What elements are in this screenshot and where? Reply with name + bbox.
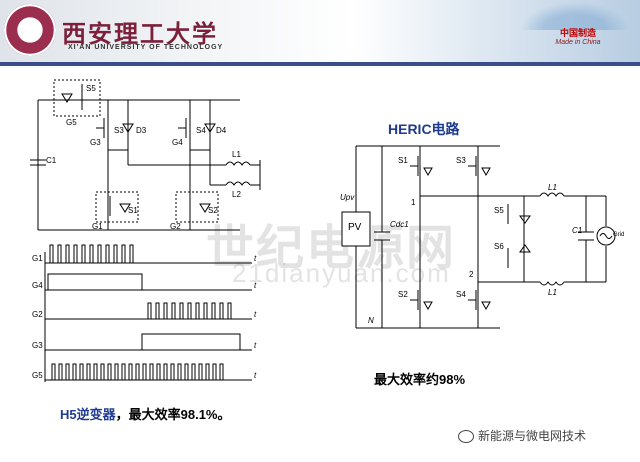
made-in-china-badge: 中国制造 Made in China (532, 26, 624, 46)
wave-axis-t2: t (254, 281, 257, 290)
label-pv: PV (348, 222, 362, 233)
h5-caption: H5逆变器，最大效率98.1%。 (60, 404, 231, 423)
label-s4: S4 (196, 126, 206, 135)
brand-cn: 中国制造 (559, 28, 596, 38)
wechat-account-name: 新能源与微电网技术 (478, 429, 587, 443)
label-right-l1-bottom: L1 (548, 288, 557, 297)
label-right-s4: S4 (456, 290, 466, 299)
label-node-1: 1 (411, 198, 416, 207)
label-c1-left: C1 (46, 156, 57, 165)
label-s5: S5 (86, 84, 96, 93)
label-neutral: N (368, 316, 374, 325)
header-divider (0, 62, 640, 66)
h5-caption-name: H5逆变器 (60, 407, 116, 422)
wechat-icon (458, 430, 474, 444)
label-upv: Upv (340, 193, 355, 202)
label-right-s3: S3 (456, 156, 466, 165)
wave-axis-t5: t (254, 371, 257, 380)
label-s3: S3 (114, 126, 124, 135)
label-right-l1-top: L1 (548, 183, 557, 192)
brand-en: Made in China (555, 39, 601, 46)
label-g4: G4 (172, 138, 183, 147)
watermark-main: 世纪电源网 (206, 222, 457, 275)
wave-axis-t4: t (254, 341, 257, 350)
label-s1: S1 (128, 206, 138, 215)
label-right-s6: S6 (494, 242, 504, 251)
label-right-s5: S5 (494, 206, 504, 215)
university-name-cn: 西安理工大学 (62, 19, 218, 48)
label-g5: G5 (66, 118, 77, 127)
heric-efficiency-caption: 最大效率约98% (374, 372, 466, 387)
heric-title: HERIC电路 (388, 121, 460, 137)
label-right-s1: S1 (398, 156, 408, 165)
wave-axis-t3: t (254, 310, 257, 319)
university-logo (4, 4, 56, 56)
label-g1: G1 (92, 222, 103, 231)
label-grid: Grid (613, 232, 625, 238)
label-d3: D3 (136, 126, 147, 135)
wave-label-g3: G3 (32, 341, 43, 350)
label-d4: D4 (216, 126, 227, 135)
h5-caption-efficiency: ，最大效率98.1%。 (115, 407, 231, 422)
wechat-footer: 新能源与微电网技术 (458, 427, 586, 444)
label-right-s2: S2 (398, 290, 408, 299)
wave-axis-t1: t (254, 254, 257, 263)
label-g3: G3 (90, 138, 101, 147)
label-right-c1: C1 (572, 226, 583, 235)
wave-label-g2: G2 (32, 310, 43, 319)
label-l1-left: L1 (232, 150, 241, 159)
label-s2: S2 (208, 206, 218, 215)
wave-label-g4: G4 (32, 281, 43, 290)
watermark-sub: 21dianyuan.com (232, 258, 451, 288)
label-node-2: 2 (469, 270, 474, 279)
wave-label-g1: G1 (32, 254, 43, 263)
label-l2-left: L2 (232, 190, 241, 199)
university-name-en: XI'AN UNIVERSITY OF TECHNOLOGY (68, 44, 224, 51)
wave-label-g5: G5 (32, 371, 43, 380)
label-cdc1: Cdc1 (390, 220, 409, 229)
globe-graphic (520, 2, 630, 30)
label-g2: G2 (170, 222, 181, 231)
